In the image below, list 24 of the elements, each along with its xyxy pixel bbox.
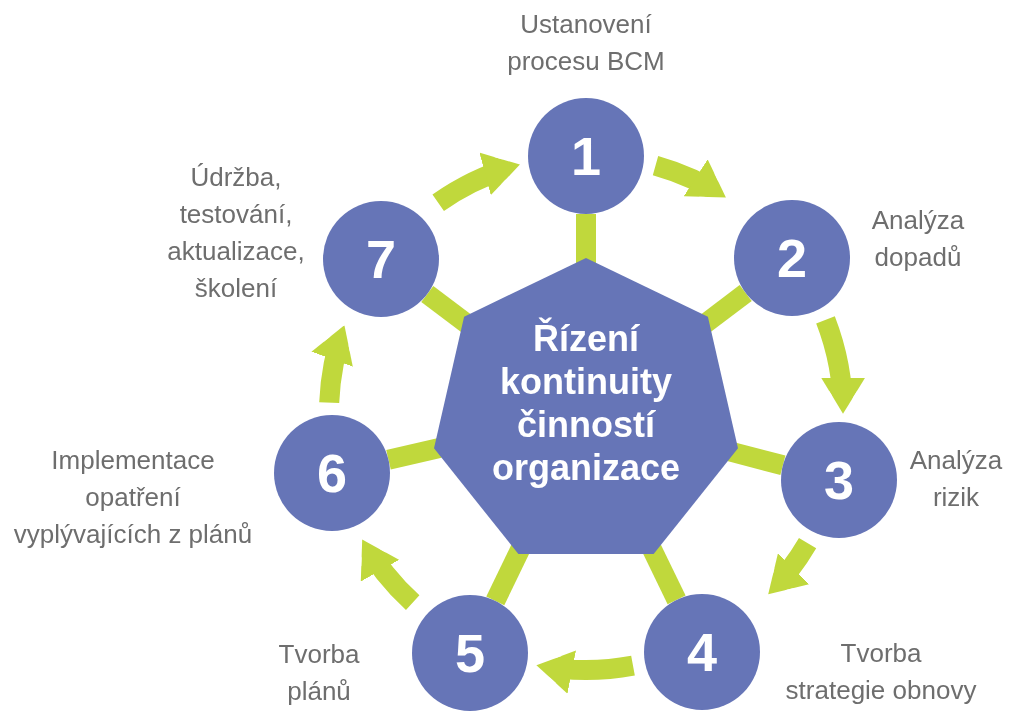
step-caption: Tvorba plánů xyxy=(278,638,360,708)
step-caption: Údržba, testování, aktualizace, školení xyxy=(167,161,305,305)
step-caption: Analýza dopadů xyxy=(871,204,965,274)
connector-bar xyxy=(642,544,686,605)
center-title: Řízení kontinuity činností organizace xyxy=(491,317,681,489)
step-number: 2 xyxy=(776,231,807,285)
connector-bar xyxy=(486,544,530,606)
curved-arrow xyxy=(312,322,355,404)
step-number: 6 xyxy=(316,446,347,500)
curved-arrow xyxy=(816,316,864,415)
curved-arrow xyxy=(432,154,523,212)
step-number: 3 xyxy=(823,453,854,507)
step-caption: Tvorba strategie obnovy xyxy=(785,637,977,707)
curved-arrow xyxy=(534,648,635,693)
step-caption: Ustanovení procesu BCM xyxy=(507,8,665,78)
step-caption: Implementace opatření vyplývajících z plánů xyxy=(13,443,253,551)
step-number: 1 xyxy=(570,129,601,183)
step-number: 7 xyxy=(365,232,396,286)
connector-bar xyxy=(727,441,786,475)
connector-bar xyxy=(576,214,596,263)
step-caption: Analýza rizik xyxy=(909,444,1003,514)
step-number: 5 xyxy=(454,626,485,680)
step-number: 4 xyxy=(686,625,717,679)
connector-bar xyxy=(386,438,442,470)
